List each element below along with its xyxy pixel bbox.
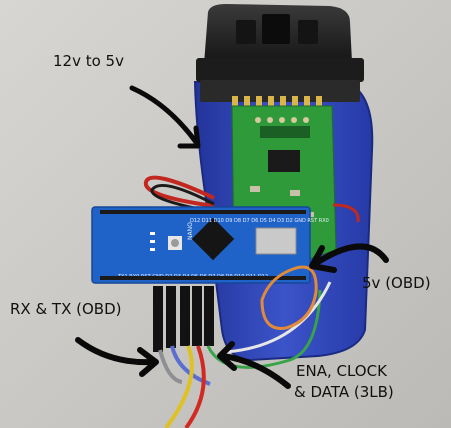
ic-chip — [268, 150, 300, 172]
annotation-ena-clock: ENA, CLOCK — [296, 362, 387, 380]
usb-port — [255, 227, 297, 255]
wire-white — [225, 281, 332, 354]
wire-orange-loop — [260, 265, 318, 330]
obd-pins — [232, 96, 322, 108]
nano-silkscreen-top: D12 D11 D10 D9 D8 D7 D6 D5 D4 D3 D2 GND … — [190, 218, 329, 224]
wire-red — [184, 345, 206, 428]
annotation-rx-tx-obd: RX & TX (OBD) — [10, 300, 122, 318]
nano-label: NANO — [187, 222, 194, 240]
obd-connector — [196, 4, 364, 102]
annotation-5v-obd: 5v (OBD) — [362, 274, 431, 292]
wire-grey — [158, 349, 183, 384]
pin-header-bottom — [100, 276, 306, 280]
power-wire-right — [332, 203, 360, 223]
power-wire-black — [150, 183, 215, 214]
arduino-nano-board: D12 D11 D10 D9 D8 D7 D6 D5 D4 D3 D2 GND … — [91, 206, 329, 284]
annotation-data-3lb: & DATA (3LB) — [294, 383, 394, 401]
dupont-connectors — [153, 286, 214, 352]
power-wire-red — [143, 175, 215, 208]
microcontroller-chip — [191, 217, 235, 261]
pin-header-top — [100, 210, 306, 214]
annotation-arrows — [75, 85, 389, 389]
annotation-12v-to-5v: 12v to 5v — [53, 52, 124, 70]
wire-yellow — [164, 345, 194, 428]
